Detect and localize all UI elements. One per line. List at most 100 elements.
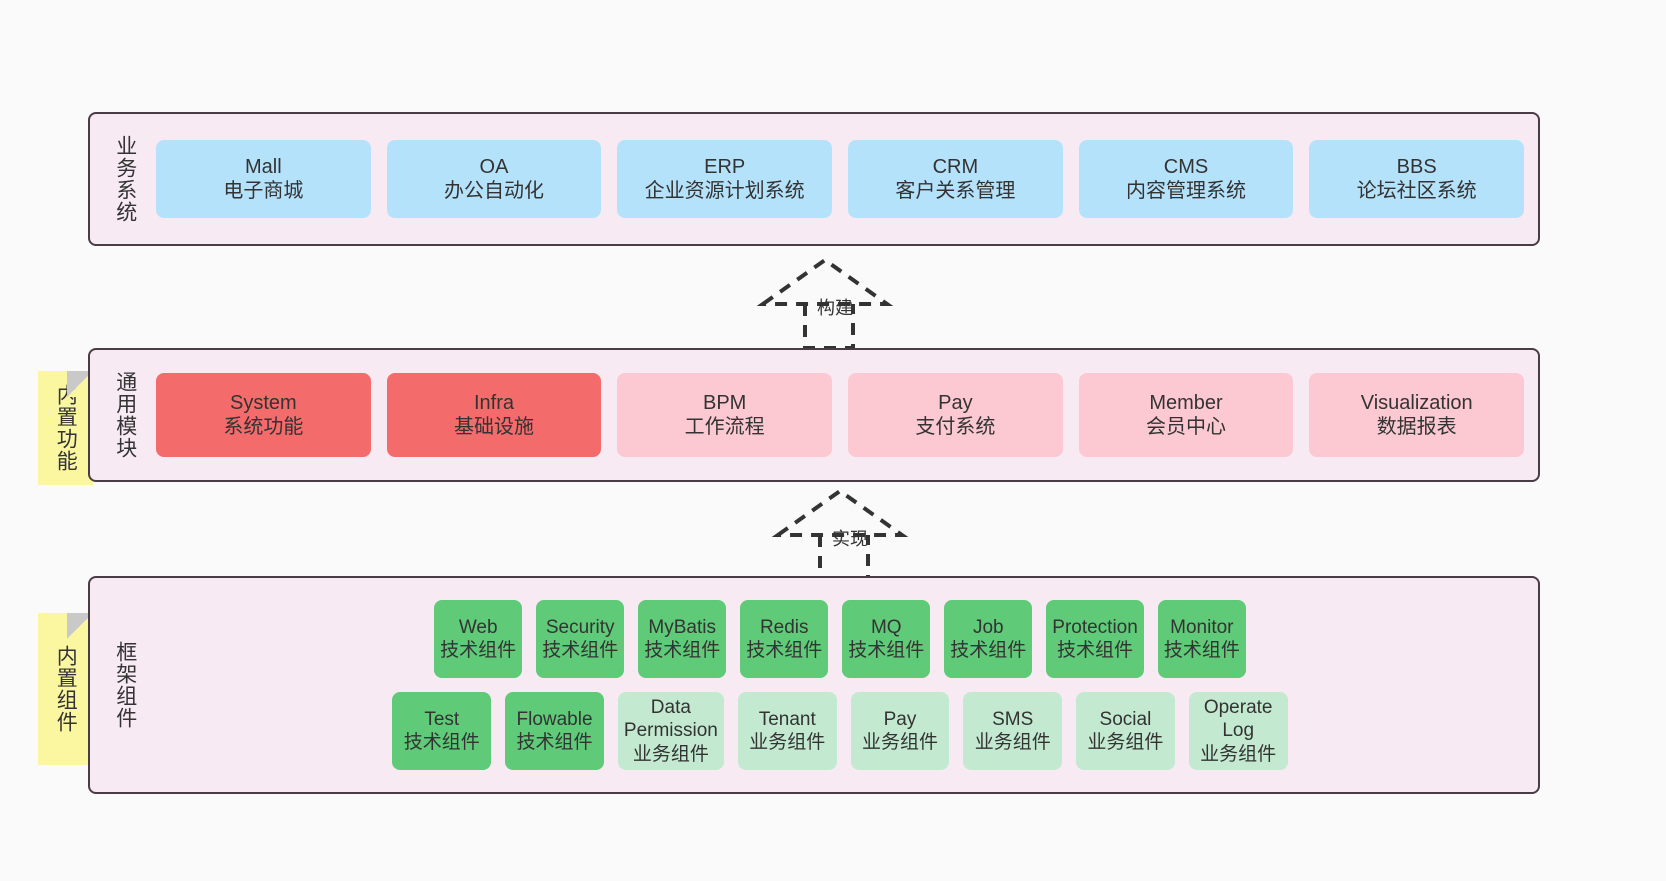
framework-card-pay[interactable]: Pay 业务组件: [850, 692, 950, 770]
card-name: CMS: [1163, 155, 1209, 178]
framework-card-sms[interactable]: SMS 业务组件: [963, 692, 1063, 770]
card-name: BPM: [703, 391, 747, 414]
card-name: Social: [1099, 708, 1152, 730]
module-card-system[interactable]: System 系统功能: [156, 373, 371, 457]
module-card-visualization[interactable]: Visualization 数据报表: [1309, 373, 1525, 457]
framework-card-test[interactable]: Test 技术组件: [392, 692, 492, 770]
arrow-head-triangle: [756, 257, 894, 306]
module-card-pay[interactable]: Pay 支付系统: [848, 373, 1063, 457]
generalization-arrow-build: 构建: [753, 256, 923, 352]
card-desc: 技术组件: [950, 640, 1027, 661]
card-name: Protection: [1052, 616, 1138, 638]
note-label: 内置功能: [54, 384, 78, 472]
card-name: Job: [972, 616, 1004, 638]
common-modules-title: 通用模块: [113, 371, 137, 459]
common-modules-cards: System 系统功能 Infra 基础设施 BPM 工作流程 Pay 支付系统…: [148, 350, 1538, 480]
card-desc: 基础设施: [454, 416, 534, 438]
card-desc: 企业资源计划系统: [644, 180, 805, 202]
card-name: Mall: [245, 155, 282, 178]
card-desc: 技术组件: [848, 640, 925, 661]
card-name: Pay: [883, 708, 917, 730]
framework-card-redis[interactable]: Redis 技术组件: [740, 600, 829, 678]
card-name: Operate Log: [1203, 697, 1273, 742]
card-desc: 办公自动化: [444, 180, 544, 202]
card-desc: 技术组件: [516, 732, 593, 753]
note-label: 内置组件: [54, 645, 78, 733]
generalization-arrow-implement: 实现: [768, 487, 938, 583]
card-name: MQ: [870, 616, 902, 638]
framework-row-tech: Web 技术组件 Security 技术组件 MyBatis 技术组件 Redi…: [434, 600, 1246, 678]
framework-card-mq[interactable]: MQ 技术组件: [842, 600, 931, 678]
card-desc: 内容管理系统: [1126, 180, 1247, 202]
card-name: Test: [424, 708, 460, 730]
card-name: Flowable: [516, 708, 593, 730]
arrow-build-label: 构建: [817, 298, 853, 318]
card-desc: 技术组件: [403, 732, 480, 753]
card-desc: 业务组件: [749, 732, 826, 753]
card-desc: 技术组件: [1057, 640, 1134, 661]
card-name: Member: [1149, 391, 1223, 414]
framework-card-flowable[interactable]: Flowable 技术组件: [505, 692, 604, 770]
business-card-crm[interactable]: CRM 客户关系管理: [848, 140, 1063, 218]
card-desc: 论坛社区系统: [1356, 180, 1477, 202]
business-card-bbs[interactable]: BBS 论坛社区系统: [1309, 140, 1525, 218]
card-name: Infra: [473, 391, 515, 414]
card-desc: 业务组件: [1200, 743, 1277, 765]
business-card-oa[interactable]: OA 办公自动化: [386, 140, 602, 218]
card-name: Monitor: [1170, 616, 1234, 638]
card-name: ERP: [704, 155, 746, 178]
card-desc: 技术组件: [644, 640, 721, 661]
card-name: MyBatis: [648, 616, 716, 638]
framework-card-social[interactable]: Social 业务组件: [1076, 692, 1175, 770]
card-desc: 数据报表: [1376, 416, 1457, 438]
module-card-member[interactable]: Member 会员中心: [1078, 373, 1294, 457]
framework-card-web[interactable]: Web 技术组件: [434, 600, 523, 678]
card-desc: 技术组件: [542, 640, 619, 661]
card-desc: 技术组件: [746, 640, 823, 661]
card-desc: 业务组件: [1087, 732, 1164, 753]
framework-card-protection[interactable]: Protection 技术组件: [1046, 600, 1144, 678]
framework-card-operate-log[interactable]: Operate Log 业务组件: [1188, 692, 1288, 770]
framework-components-grid: Web 技术组件 Security 技术组件 MyBatis 技术组件 Redi…: [148, 578, 1538, 792]
note-builtin-component: 内置组件: [38, 613, 93, 765]
business-systems-cards: Mall 电子商城 OA 办公自动化 ERP 企业资源计划系统 CRM 客户关系…: [148, 114, 1538, 244]
card-name: Tenant: [758, 708, 816, 730]
framework-components-band: 框架组件 Web 技术组件 Security 技术组件 MyBatis 技术组件…: [88, 576, 1540, 794]
card-name: Pay: [938, 391, 973, 414]
card-name: Visualization: [1360, 391, 1473, 414]
business-card-cms[interactable]: CMS 内容管理系统: [1078, 140, 1294, 218]
card-desc: 技术组件: [1163, 640, 1240, 661]
card-desc: 电子商城: [223, 180, 304, 202]
framework-card-monitor[interactable]: Monitor 技术组件: [1157, 600, 1246, 678]
card-name: Data Permission: [623, 697, 718, 742]
card-name: BBS: [1396, 155, 1437, 178]
arrow-implement-label: 实现: [832, 529, 868, 549]
card-name: OA: [479, 155, 509, 178]
module-card-bpm[interactable]: BPM 工作流程: [617, 373, 833, 457]
framework-card-tenant[interactable]: Tenant 业务组件: [737, 692, 837, 770]
framework-card-mybatis[interactable]: MyBatis 技术组件: [638, 600, 727, 678]
card-name: Web: [458, 616, 498, 638]
arrow-head-triangle: [771, 488, 909, 537]
framework-row-business: Test 技术组件 Flowable 技术组件 Data Permission …: [392, 692, 1288, 770]
card-name: System: [229, 391, 297, 414]
card-desc: 客户关系管理: [895, 180, 1016, 202]
business-systems-band: 业务系统 Mall 电子商城 OA 办公自动化 ERP 企业资源计划系统 CRM…: [88, 112, 1540, 246]
module-card-infra[interactable]: Infra 基础设施: [386, 373, 602, 457]
business-systems-title: 业务系统: [113, 135, 137, 223]
card-name: SMS: [992, 708, 1034, 730]
business-card-erp[interactable]: ERP 企业资源计划系统: [617, 140, 833, 218]
framework-card-job[interactable]: Job 技术组件: [944, 600, 1033, 678]
card-desc: 技术组件: [440, 640, 517, 661]
card-desc: 系统功能: [223, 416, 304, 438]
framework-card-data-permission[interactable]: Data Permission 业务组件: [617, 692, 724, 770]
card-desc: 业务组件: [974, 732, 1051, 753]
framework-card-security[interactable]: Security 技术组件: [536, 600, 625, 678]
business-card-mall[interactable]: Mall 电子商城: [156, 140, 371, 218]
common-modules-band: 通用模块 System 系统功能 Infra 基础设施 BPM 工作流程 Pay…: [88, 348, 1540, 482]
card-desc: 支付系统: [915, 416, 996, 438]
card-name: Redis: [759, 616, 809, 638]
card-desc: 业务组件: [861, 732, 938, 753]
note-builtin-function: 内置功能: [38, 371, 93, 485]
framework-components-title: 框架组件: [113, 641, 137, 729]
